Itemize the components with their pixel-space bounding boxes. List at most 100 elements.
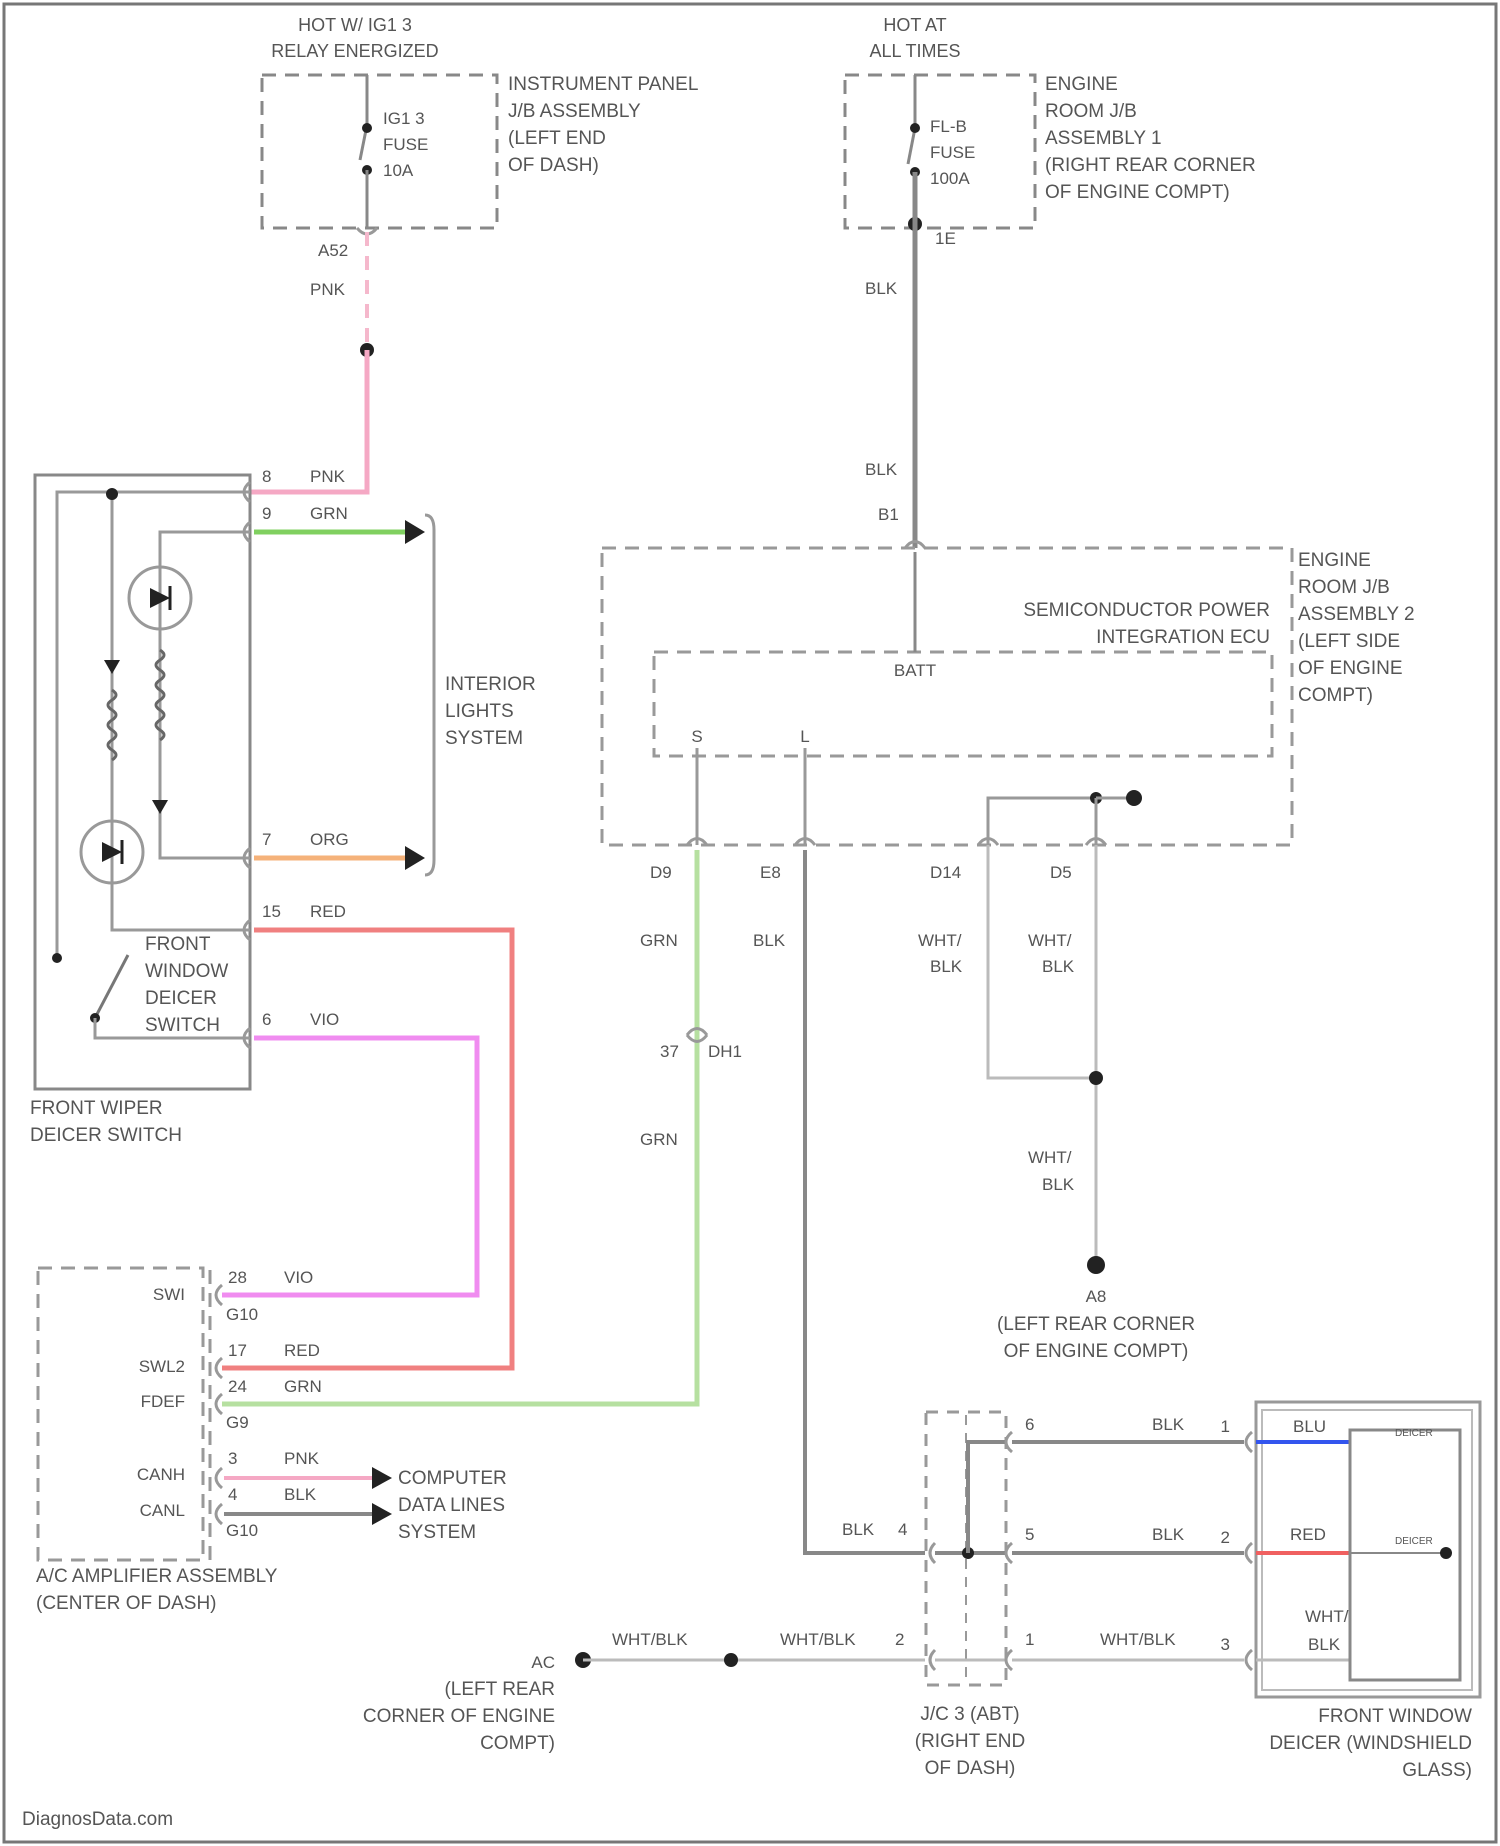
deicer-whtblk-label-2: BLK [1308,1635,1341,1654]
wire-vio-swi [222,1038,477,1295]
deicer-whtblk-label-1: WHT/ [1305,1607,1349,1626]
er-jb1-label-1: ENGINE [1045,74,1118,95]
switch-name-1: FRONT WIPER [30,1098,163,1119]
wire-d5-label-1: WHT/ [1028,931,1072,950]
ac-conn-g10-1: G10 [226,1305,258,1324]
deicer-pin-3: 3 [1221,1635,1230,1654]
wire-grn-defog [222,850,697,1404]
deicer-blk-label-1: BLK [1152,1415,1185,1434]
jc-pin-6: 6 [1025,1415,1034,1434]
ac-amp-name-1: A/C AMPLIFIER ASSEMBLY [36,1566,278,1587]
ground-a8-loc-2: OF ENGINE COMPT) [1004,1341,1189,1362]
ecu-pin-s: S [691,727,702,746]
interior-lights-2: LIGHTS [445,701,514,722]
ac-blk-label: BLK [284,1485,317,1504]
wire-a8-label-1: WHT/ [1028,1148,1072,1167]
switch-inner-2: WINDOW [145,961,228,982]
fuse-fl-element [908,128,915,164]
front-wiper-deicer-switch-box [35,475,250,1089]
wire-grn-label-2: GRN [640,1130,678,1149]
switch-inner-3: DEICER [145,988,217,1009]
arrow-icon-canh [372,1467,392,1489]
fuse-fl-terminal: 1E [935,229,956,248]
deicer-name-3: GLASS) [1402,1760,1472,1781]
pin-6-color: VIO [310,1010,339,1029]
jc-pin-1: 1 [1025,1630,1034,1649]
ac-pin-24: 24 [228,1377,247,1396]
wire-whtblk-label-mid: WHT/BLK [780,1630,856,1649]
pin-8-color: PNK [310,467,346,486]
er-jb2-label-1: ENGINE [1298,550,1371,571]
connector-e8: E8 [760,863,781,882]
ac-pin-17: 17 [228,1341,247,1360]
deicer-pin-1: 1 [1221,1417,1230,1436]
ground-ac-loc-2: CORNER OF ENGINE [363,1706,555,1727]
er-jb1-label-5: OF ENGINE COMPT) [1045,182,1230,203]
er-jb1-label-2: ROOM J/B [1045,101,1137,122]
instrument-panel-jb-box [262,75,497,228]
fusible-power-note-line2: ALL TIMES [869,41,960,61]
er-jb1-label-3: ASSEMBLY 1 [1045,128,1162,149]
wire-a8-label-2: BLK [1042,1175,1075,1194]
switch-inner-4: SWITCH [145,1015,220,1036]
wire-blk-e8 [805,850,925,1553]
ip-jb-label-3: (LEFT END [508,128,606,149]
interior-lights-3: SYSTEM [445,728,523,749]
ac-pin-canl: CANL [140,1501,185,1520]
ip-jb-label-2: J/B ASSEMBLY [508,101,641,122]
switch-inner-1: FRONT [145,934,211,955]
engine-room-jb2-box [602,548,1292,845]
er-jb1-label-4: (RIGHT REAR CORNER [1045,155,1256,176]
jc3-loc-2: OF DASH) [925,1758,1016,1779]
ground-a8-loc-1: (LEFT REAR CORNER [997,1314,1195,1335]
wire-d14-label-1: WHT/ [918,931,962,950]
pin-8-num: 8 [262,467,271,486]
ground-ac-loc-3: COMPT) [480,1733,555,1754]
fuse-fl-type: FUSE [930,143,975,162]
ac-pin-28: 28 [228,1268,247,1287]
connector-d14: D14 [930,863,961,882]
fuse-fl-rating: 100A [930,169,970,188]
ac-pnk-label: PNK [284,1449,320,1468]
wire-blk-label-2: BLK [865,460,898,479]
wire-d14-label-2: BLK [930,957,963,976]
ac-conn-g9: G9 [226,1413,249,1432]
ip-jb-label-1: INSTRUMENT PANEL [508,74,698,95]
semiconductor-ecu-box [654,652,1272,756]
fuse-fl-name: FL-B [930,117,967,136]
ac-grn-label: GRN [284,1377,322,1396]
deicer-switch-contact-icon [95,955,128,1018]
ground-a8-id: A8 [1086,1287,1107,1306]
deicer-name-2: DEICER (WINDSHIELD [1269,1733,1472,1754]
pin-7-color: ORG [310,830,349,849]
ac-pin-4: 4 [228,1485,237,1504]
deicer-pin-2: 2 [1221,1528,1230,1547]
ac-pin-swi: SWI [153,1285,185,1304]
jc-pin-2: 2 [895,1630,904,1649]
connector-d5: D5 [1050,863,1072,882]
interior-lights-1: INTERIOR [445,674,536,695]
jc3-loc-1: (RIGHT END [915,1731,1025,1752]
er-jb2-label-5: OF ENGINE [1298,658,1403,679]
wire-blk-label-1: BLK [865,279,898,298]
deicer-whtblk-label: WHT/BLK [1100,1630,1176,1649]
pin-9-num: 9 [262,504,271,523]
ac-conn-g10-2: G10 [226,1521,258,1540]
connector-37: 37 [660,1042,679,1061]
deicer-blk-label-2: BLK [1152,1525,1185,1544]
pin-7-num: 7 [262,830,271,849]
ac-pin-swl2: SWL2 [139,1357,185,1376]
jc-blk-label: BLK [842,1520,875,1539]
ecu-batt-pin: BATT [894,661,936,680]
deicer-mini-label-2: DEICER [1395,1536,1433,1547]
ecu-name-line1: SEMICONDUCTOR POWER [1023,600,1270,621]
ecu-name-line2: INTEGRATION ECU [1096,627,1270,648]
ground-ac-id: AC [531,1653,555,1672]
pin-6-num: 6 [262,1010,271,1029]
jc3-name: J/C 3 (ABT) [920,1704,1019,1725]
connector-a52-label: A52 [318,241,348,260]
pin-9-color: GRN [310,504,348,523]
connector-b1-label: B1 [878,505,899,524]
